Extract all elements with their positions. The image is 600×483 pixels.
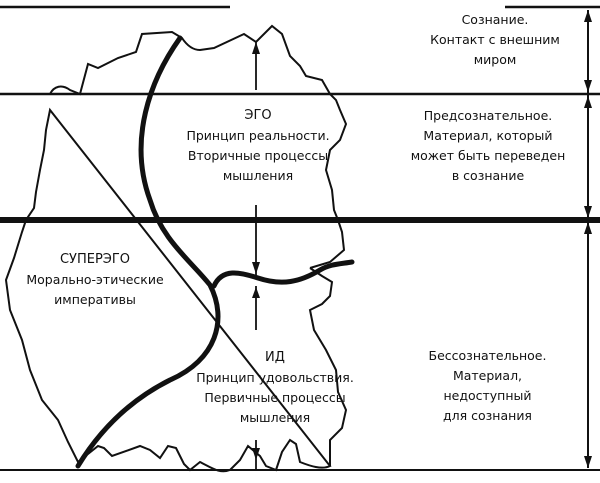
- ego-line-3: мышления: [222, 168, 294, 183]
- inner-arrowheads: [252, 42, 260, 460]
- preconscious-line-2: Материал, который: [423, 128, 553, 143]
- unconscious-label: Бессознательное. Материал, недоступный д…: [400, 346, 575, 426]
- unconscious-line-2: Материал,: [452, 368, 523, 383]
- ego-name: ЭГО: [244, 108, 272, 123]
- id-line-3: мышления: [239, 410, 311, 425]
- ego-id-boundary-curve: [211, 259, 355, 289]
- superego-line-1: Морально-этические: [26, 272, 164, 287]
- superego-name: СУПЕРЭГО: [59, 252, 131, 267]
- ego-line-1: Принцип реальности.: [186, 128, 330, 143]
- ego-label: ЭГО Принцип реальности. Вторичные процес…: [168, 106, 348, 186]
- right-scale-arrowheads: [584, 10, 592, 468]
- conscious-title: Сознание.: [461, 12, 529, 27]
- superego-line-2: императивы: [54, 292, 136, 307]
- conscious-line-3: миром: [473, 52, 517, 67]
- unconscious-line-3: недоступный: [443, 388, 532, 403]
- id-line-1: Принцип удовольствия.: [196, 370, 354, 385]
- superego-label: СУПЕРЭГО Морально-этические императивы: [10, 250, 180, 310]
- conscious-label: Сознание. Контакт с внешним миром: [400, 10, 590, 70]
- preconscious-title: Предсознательное.: [423, 108, 553, 123]
- preconscious-line-4: в сознание: [451, 168, 525, 183]
- unconscious-title: Бессознательное.: [428, 348, 547, 363]
- psyche-outline: [4, 24, 348, 473]
- preconscious-line-3: может быть переведен: [410, 148, 566, 163]
- conscious-line-2: Контакт с внешним: [430, 32, 560, 47]
- ego-line-2: Вторичные процессы: [187, 148, 329, 163]
- superego-boundary-curve: [75, 35, 221, 469]
- id-name: ИД: [265, 350, 285, 365]
- id-label: ИД Принцип удовольствия. Первичные проце…: [180, 348, 370, 428]
- id-line-2: Первичные процессы: [204, 390, 346, 405]
- unconscious-line-4: для сознания: [443, 408, 532, 423]
- preconscious-label: Предсознательное. Материал, который може…: [388, 106, 588, 186]
